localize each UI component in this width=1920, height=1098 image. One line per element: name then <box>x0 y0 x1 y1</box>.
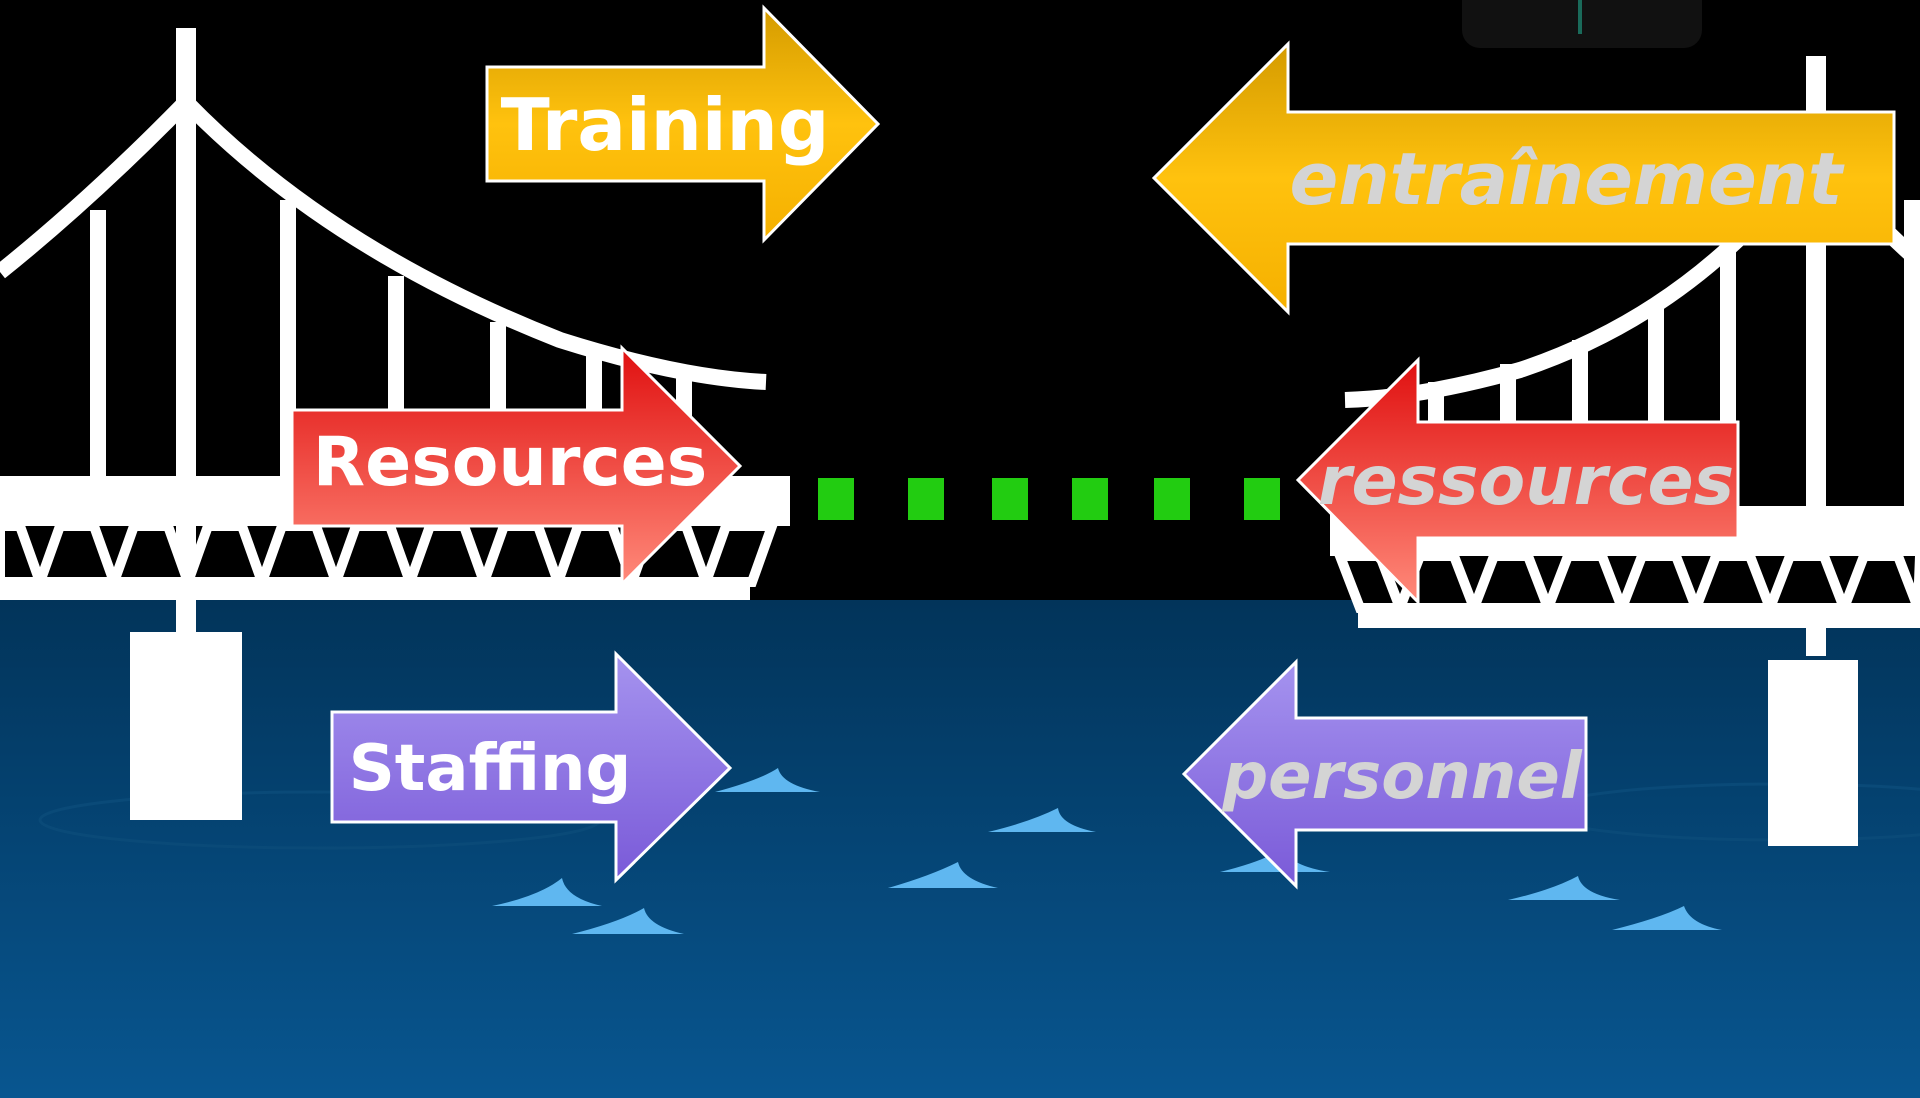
arrow-resources: Resources <box>290 344 743 588</box>
arrow-personnel-label: personnel <box>1221 740 1582 814</box>
arrow-personnel: personnel <box>1181 658 1588 890</box>
wave <box>1612 906 1722 930</box>
arrow-ressources-label: ressources <box>1318 442 1734 521</box>
arrow-training: Training <box>485 4 881 244</box>
right-pier <box>1768 660 1858 846</box>
arrow-entrainement-label: entraînement <box>1290 137 1845 221</box>
left-pier <box>130 632 242 820</box>
wave <box>492 878 602 906</box>
arrow-ressources: ressources <box>1295 356 1740 606</box>
wave <box>988 808 1096 832</box>
arrow-entrainement: entraînement <box>1151 40 1896 316</box>
arrow-staffing: Staffing <box>330 650 733 884</box>
left-cable-back <box>0 96 192 279</box>
waves <box>492 768 1722 934</box>
wave <box>715 768 820 792</box>
arrow-training-label: Training <box>501 83 830 167</box>
left-truss <box>0 521 780 597</box>
left-cable-main <box>180 96 767 390</box>
wave <box>1508 876 1620 900</box>
wave <box>572 908 684 934</box>
wave <box>888 862 998 888</box>
arrow-staffing-label: Staffing <box>349 732 632 806</box>
right-truss <box>1332 551 1920 622</box>
gap-dotted-line <box>818 478 1280 520</box>
arrow-resources-label: Resources <box>313 423 708 502</box>
screen-fragment-mark <box>1578 0 1582 34</box>
